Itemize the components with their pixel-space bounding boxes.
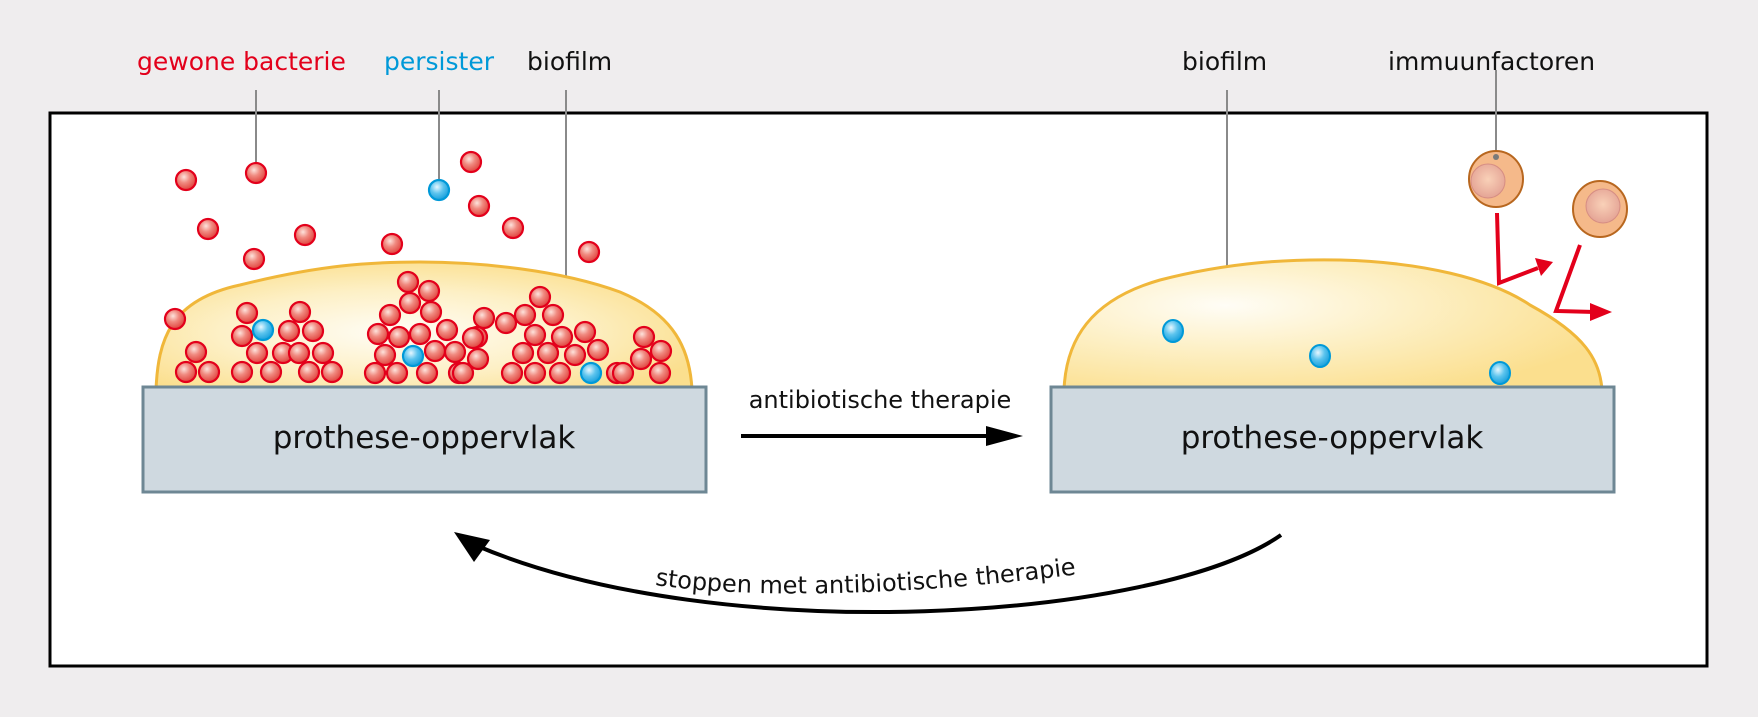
normal-bacterium (611, 361, 635, 385)
label-normal-bacteria: gewone bacterie (137, 47, 346, 76)
immune-arrow-2 (1553, 244, 1596, 314)
normal-bacterium (311, 341, 335, 365)
normal-bacterium (494, 311, 518, 335)
label-persister: persister (384, 47, 495, 76)
label-immune-factors: immuunfactoren (1388, 47, 1595, 76)
normal-bacterium (523, 323, 547, 347)
immune-arrow-head (1535, 258, 1553, 276)
normal-bacterium (629, 347, 653, 371)
normal-bacterium (417, 279, 441, 303)
normal-bacterium (184, 340, 208, 364)
persister-cell (401, 344, 425, 368)
normal-bacterium (242, 247, 266, 271)
forward-arrow-head (986, 426, 1023, 446)
normal-bacterium (541, 303, 565, 327)
prosthesis-surface-right (1049, 385, 1616, 494)
normal-bacterium (523, 361, 547, 385)
immune-attack-arrows (1495, 212, 1596, 314)
normal-bacterium (415, 361, 439, 385)
normal-bacterium (548, 361, 572, 385)
immune-arrow-1 (1495, 212, 1539, 286)
persister-cell (427, 178, 451, 202)
normal-bacterium (320, 360, 344, 384)
normal-bacterium (380, 232, 404, 256)
normal-bacterium (297, 360, 321, 384)
normal-bacterium (174, 360, 198, 384)
normal-bacterium (443, 340, 467, 364)
prosthesis-surface-left-label: prothese-oppervlak (273, 420, 576, 456)
left-bacteria-cluster (163, 150, 673, 385)
normal-bacterium (230, 360, 254, 384)
normal-bacterium (511, 341, 535, 365)
normal-bacterium (459, 150, 483, 174)
normal-bacterium (586, 338, 610, 362)
normal-bacterium (287, 341, 311, 365)
normal-bacterium (244, 161, 268, 185)
persister-cell (1162, 319, 1184, 343)
normal-bacterium (197, 360, 221, 384)
back-arrow-head (454, 532, 490, 562)
label-biofilm-right: biofilm (1182, 47, 1267, 76)
normal-bacterium (466, 347, 490, 371)
normal-bacterium (467, 194, 491, 218)
normal-bacterium (230, 324, 254, 348)
normal-bacterium (163, 307, 187, 331)
normal-bacterium (408, 322, 432, 346)
immune-cell (1468, 150, 1524, 208)
biofilm-right (1062, 258, 1604, 392)
normal-bacterium (472, 306, 496, 330)
forward-arrow-label: antibiotische therapie (749, 386, 1012, 414)
normal-bacterium (387, 325, 411, 349)
prosthesis-surface-right-label: prothese-oppervlak (1181, 420, 1484, 456)
label-biofilm-left: biofilm (527, 47, 612, 76)
back-arrow-curve (474, 533, 1283, 614)
leader-dot (1493, 154, 1499, 160)
prosthesis-surface-left (141, 385, 708, 494)
normal-bacterium (461, 326, 485, 350)
normal-bacterium (196, 217, 220, 241)
normal-bacterium (536, 341, 560, 365)
normal-bacterium (528, 285, 552, 309)
immune-arrow-head (1590, 303, 1612, 321)
normal-bacterium (385, 361, 409, 385)
persister-cell (1489, 361, 1511, 385)
normal-bacterium (451, 361, 475, 385)
normal-bacterium (573, 320, 597, 344)
persister-cell (1309, 344, 1331, 368)
normal-bacterium (398, 291, 422, 315)
normal-bacterium (513, 303, 537, 327)
normal-bacterium (500, 361, 524, 385)
immune-cell (1572, 180, 1628, 238)
normal-bacterium (288, 300, 312, 324)
normal-bacterium (363, 361, 387, 385)
normal-bacterium (301, 319, 325, 343)
normal-bacterium (366, 322, 390, 346)
normal-bacterium (277, 319, 301, 343)
normal-bacterium (550, 325, 574, 349)
normal-bacterium (174, 168, 198, 192)
persister-cell (251, 318, 275, 342)
persister-cell (579, 361, 603, 385)
normal-bacterium (435, 318, 459, 342)
normal-bacterium (563, 343, 587, 367)
normal-bacterium (501, 216, 525, 240)
normal-bacterium (648, 361, 672, 385)
normal-bacterium (419, 300, 443, 324)
normal-bacterium (632, 325, 656, 349)
normal-bacterium (245, 341, 269, 365)
normal-bacterium (577, 240, 601, 264)
normal-bacterium (259, 360, 283, 384)
normal-bacterium (373, 343, 397, 367)
normal-bacterium (396, 270, 420, 294)
normal-bacterium (378, 303, 402, 327)
normal-bacterium (423, 339, 447, 363)
normal-bacterium (649, 339, 673, 363)
right-persisters (1162, 319, 1511, 385)
normal-bacterium (235, 301, 259, 325)
normal-bacterium (293, 223, 317, 247)
